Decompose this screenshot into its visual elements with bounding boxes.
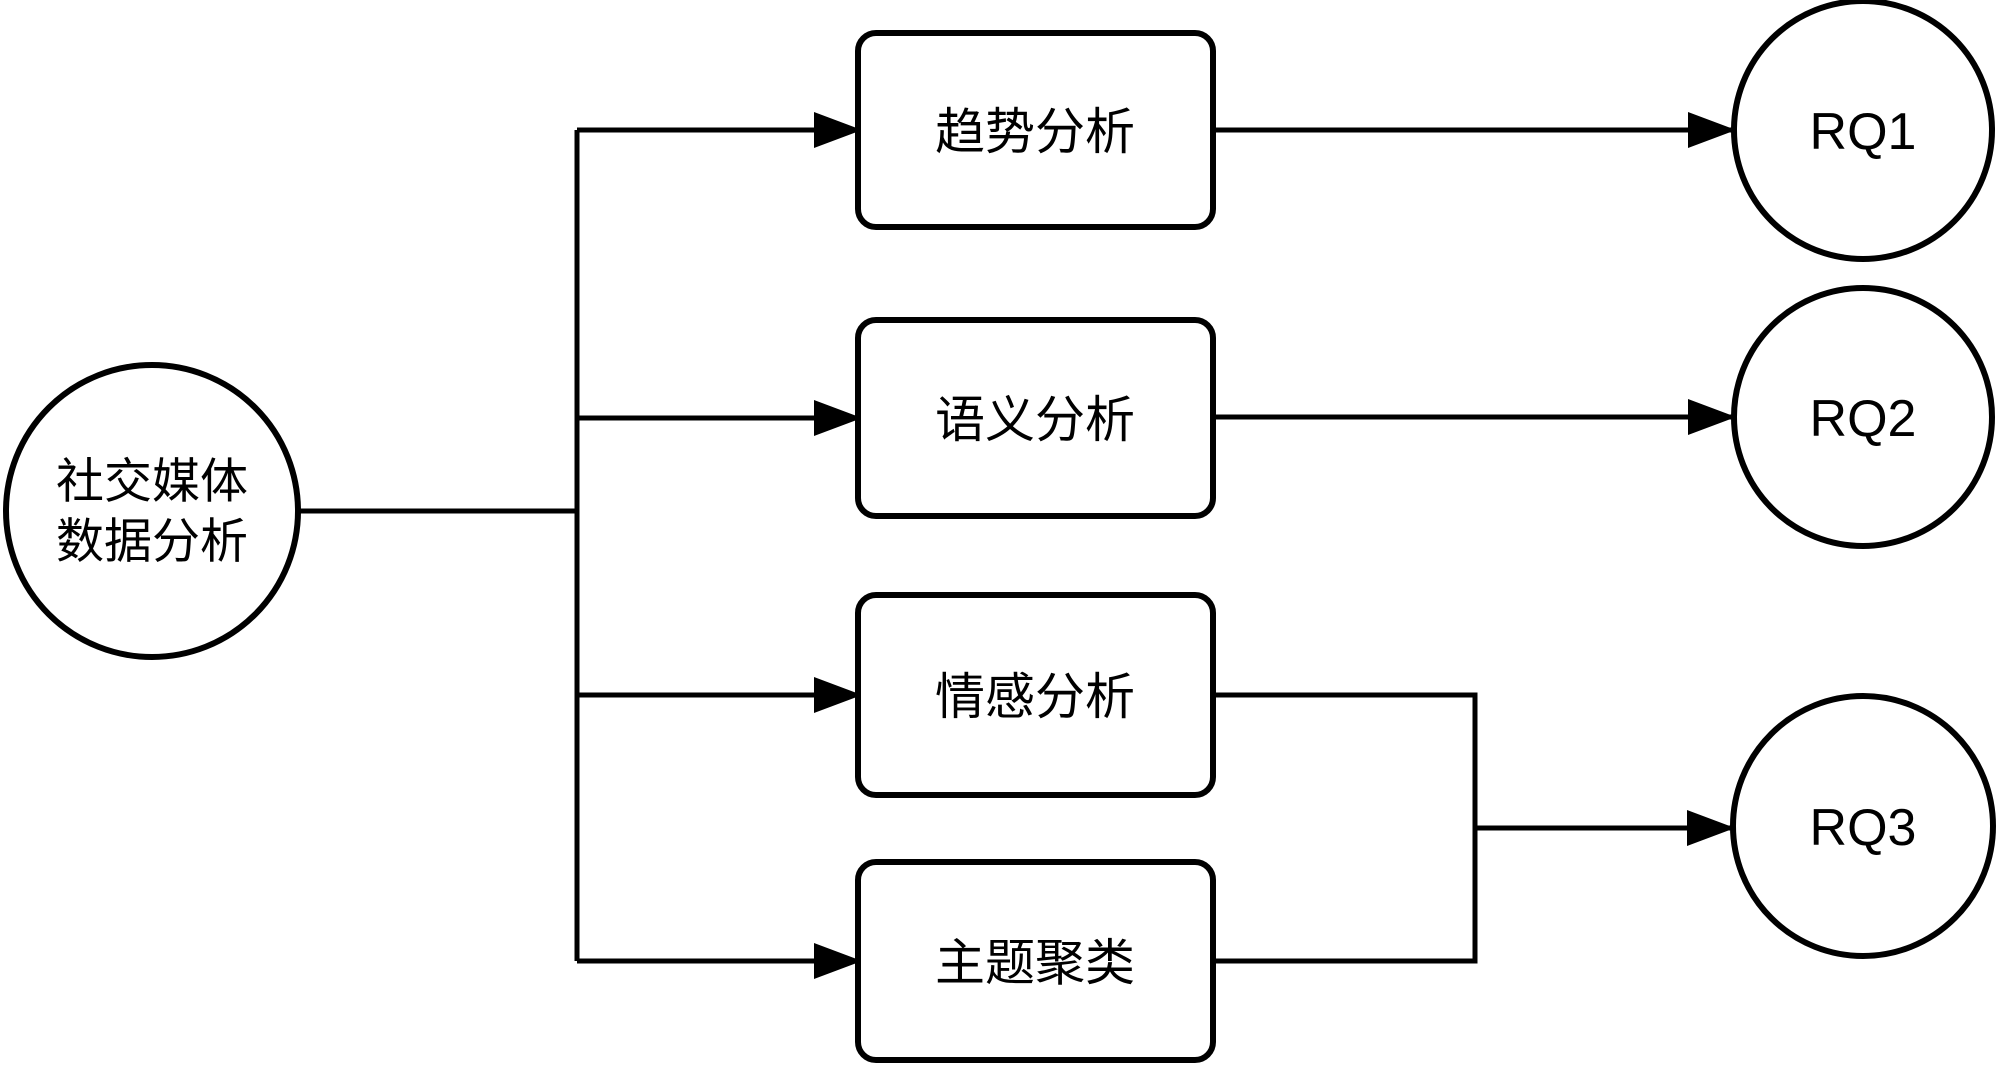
node-trend-box [855,30,1216,230]
node-topic-box [855,859,1216,1063]
node-semantic-label: 语义分析 [935,392,1135,448]
node-root-circle [3,362,301,660]
node-rq2-label: RQ2 [1810,390,1917,448]
node-rq3-circle [1730,693,1996,959]
node-rq1-label: RQ1 [1810,103,1917,161]
node-root-label-line1: 社交媒体 [56,456,248,509]
node-rq2-circle [1731,285,1995,549]
node-sentiment-label: 情感分析 [935,669,1135,725]
node-trend-label: 趋势分析 [935,104,1135,160]
node-rq1-circle [1731,0,1995,262]
node-rq3-label: RQ3 [1810,799,1917,857]
node-root-label-line2: 数据分析 [56,516,248,569]
edge-sentiment-topic-merge [1213,692,1478,964]
node-sentiment-box [855,592,1216,798]
node-semantic-box [855,317,1216,519]
node-topic-label: 主题聚类 [935,935,1135,991]
